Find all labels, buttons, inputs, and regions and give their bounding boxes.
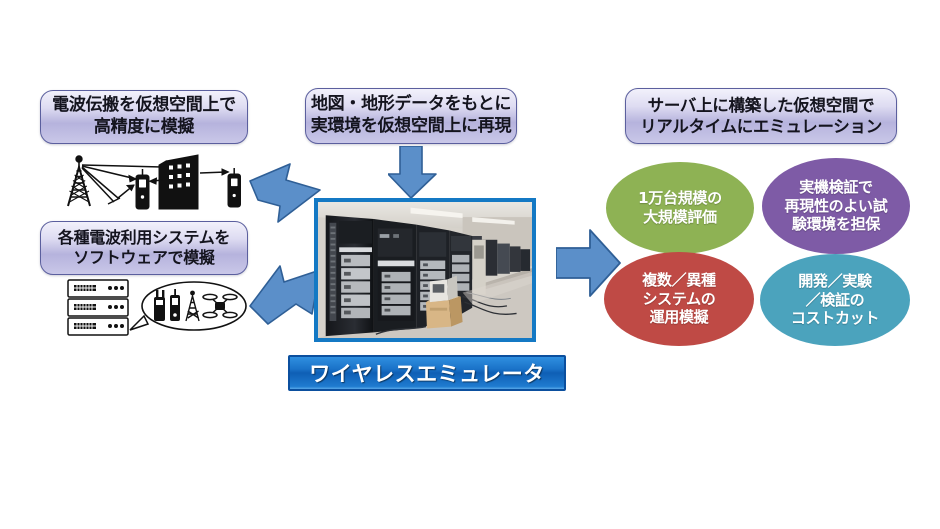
benefit-ellipse-multi-system: 複数／異種 システムの 運用模擬 bbox=[604, 252, 754, 346]
benefit-ellipse-cost-cut-text: 開発／実験 ／検証の コストカット bbox=[790, 272, 880, 328]
benefit-ellipse-reproducibility: 実機検証で 再現性のよい試 験環境を担保 bbox=[762, 158, 910, 254]
wireless-emulator-title-banner: ワイヤレスエミュレータ bbox=[288, 355, 566, 391]
callout-map-terrain: 地図・地形データをもとに 実環境を仮想空間上に再現 bbox=[305, 88, 517, 144]
radio-propagation-icon bbox=[48, 152, 244, 210]
callout-radio-systems-text: 各種電波利用システムを ソフトウェアで模擬 bbox=[57, 227, 231, 267]
callout-map-terrain-text: 地図・地形データをもとに 実環境を仮想空間上に再現 bbox=[310, 94, 512, 136]
benefit-ellipse-scale-text: 1万台規模の 大規模評価 bbox=[638, 189, 722, 226]
server-rack-devices-icon bbox=[66, 278, 252, 340]
wireless-emulator-title-text: ワイヤレスエミュレータ bbox=[309, 362, 545, 386]
arrow-photo-to-benefits bbox=[556, 226, 622, 300]
benefit-ellipse-cost-cut: 開発／実験 ／検証の コストカット bbox=[760, 254, 910, 346]
callout-server-realtime-text: サーバ上に構築した仮想空間で リアルタイムにエミュレーション bbox=[640, 95, 882, 136]
benefit-ellipse-scale: 1万台規模の 大規模評価 bbox=[606, 162, 754, 254]
callout-radio-propagation-text: 電波伝搬を仮想空間上で 高精度に模擬 bbox=[52, 95, 236, 137]
arrow-propagation-to-photo bbox=[246, 156, 332, 230]
server-room-photo bbox=[314, 198, 536, 342]
callout-radio-systems: 各種電波利用システムを ソフトウェアで模擬 bbox=[40, 221, 248, 275]
benefit-ellipse-reproducibility-text: 実機検証で 再現性のよい試 験環境を担保 bbox=[784, 178, 888, 234]
benefit-ellipse-multi-system-text: 複数／異種 システムの 運用模擬 bbox=[642, 271, 716, 327]
callout-radio-propagation: 電波伝搬を仮想空間上で 高精度に模擬 bbox=[40, 90, 248, 144]
arrow-map-to-photo bbox=[388, 146, 444, 202]
callout-server-realtime: サーバ上に構築した仮想空間で リアルタイムにエミュレーション bbox=[625, 88, 897, 144]
